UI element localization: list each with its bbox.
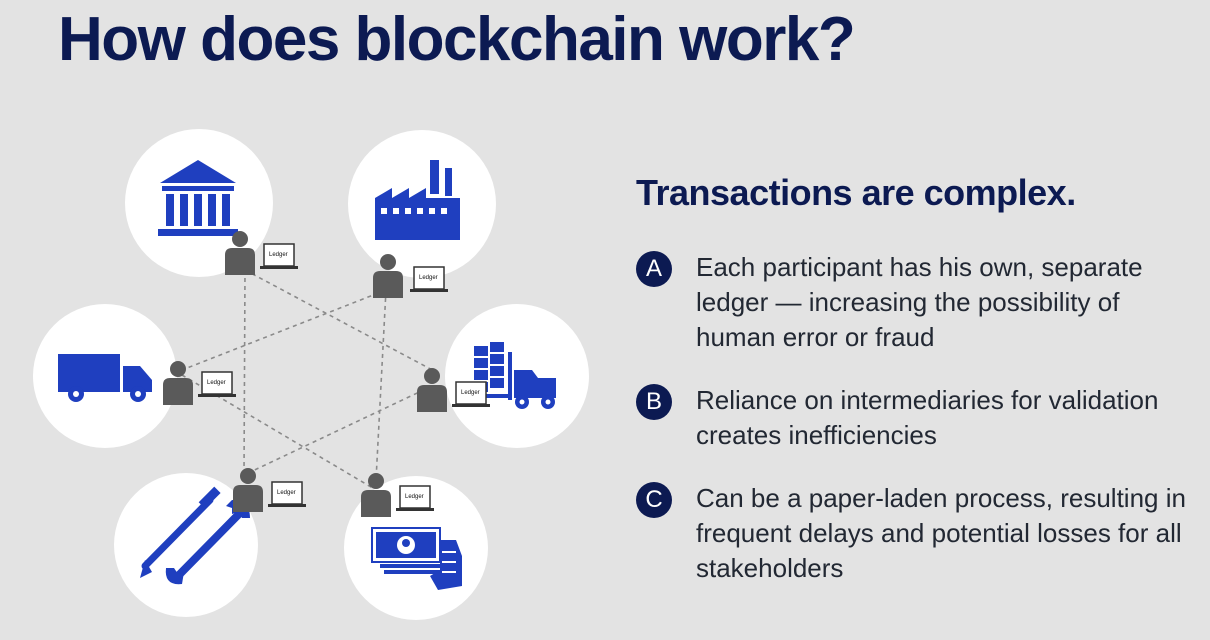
ledger-laptop: Ledger [395,485,435,512]
connection-line [181,289,387,371]
point-a: A Each participant has his own, separate… [636,250,1196,355]
ledger-laptop: Ledger [451,381,491,408]
point-c: C Can be a paper-laden process, resultin… [636,481,1196,586]
factory-icon [375,160,460,240]
truck-icon [58,354,152,402]
participant-person [233,468,263,512]
participant-bank: Ledger [125,129,299,277]
point-text: Each participant has his own, separate l… [696,252,1143,352]
badge-c: C [636,482,672,518]
ledger-laptop: Ledger [197,371,237,398]
connection-line [243,269,246,476]
ledger-label: Ledger [207,380,226,386]
point-text: Can be a paper-laden process, resulting … [696,483,1186,583]
bank-icon [158,160,238,236]
participant-truck: Ledger [33,304,237,448]
ledger-label: Ledger [461,390,480,396]
connection-line [244,269,437,373]
connection-line [243,385,433,476]
ledger-laptop: Ledger [259,243,299,270]
participant-forklift: Ledger [417,304,589,448]
blockchain-network-diagram: Ledger Ledger [33,129,589,620]
participant-tools: Ledger [114,468,307,617]
participant-factory: Ledger [348,130,496,298]
page-title: How does blockchain work? [58,5,856,74]
ledger-laptop: Ledger [267,481,307,508]
ledger-label: Ledger [405,494,424,500]
ledger-label: Ledger [277,490,296,496]
participant-person [361,473,391,517]
participant-person [417,368,447,412]
badge-a: A [636,251,672,287]
section-subtitle: Transactions are complex. [636,172,1076,213]
badge-b: B [636,384,672,420]
point-b: B Reliance on intermediaries for validat… [636,383,1196,453]
point-text: Reliance on intermediaries for validatio… [696,385,1159,450]
ledger-label: Ledger [269,252,288,258]
connection-line [181,374,377,491]
ledger-laptop: Ledger [409,266,449,293]
ledger-label: Ledger [419,275,438,281]
connection-lines [181,269,437,491]
node-circle [114,473,258,617]
explanation-panel: Transactions are complex. A Each partici… [636,172,1196,614]
connection-line [375,289,387,481]
money-hand-icon [371,527,462,590]
participant-money: Ledger [344,473,488,620]
